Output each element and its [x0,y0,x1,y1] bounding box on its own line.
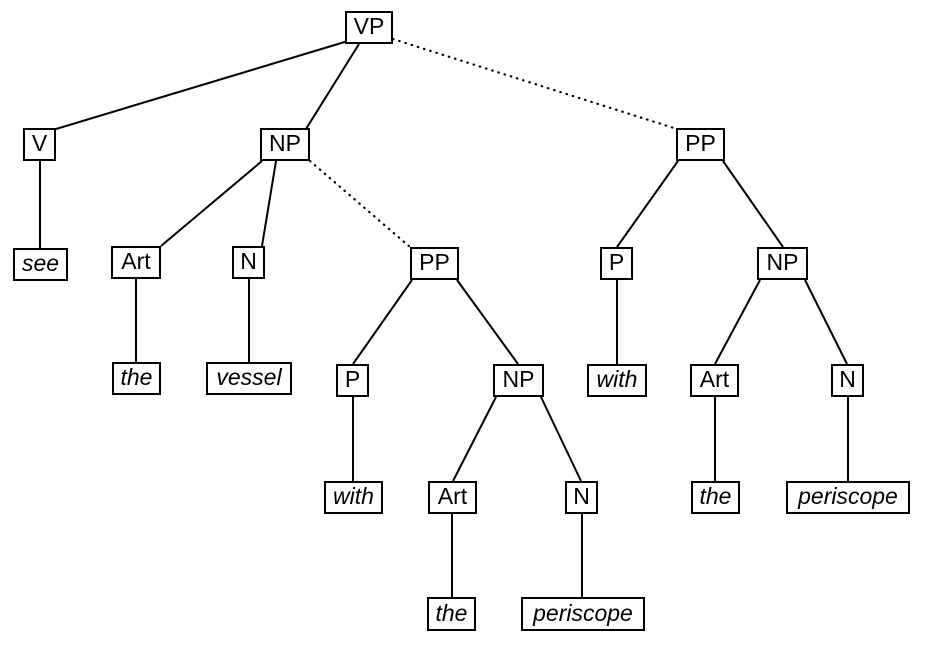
tree-node-vessel: vessel [206,362,292,395]
tree-node-label-peri_r: periscope [798,483,898,509]
tree-node-pp_right: PP [676,128,725,161]
tree-node-label-p_mid: P [344,366,361,392]
tree-edge-pp-right-p [616,160,679,248]
tree-node-label-v: V [31,130,48,156]
tree-node-p_right: P [600,247,633,280]
tree-node-label-p_right: P [608,249,625,275]
tree-node-n_mid: N [565,481,598,514]
tree-edge-np-mid-n [540,396,582,482]
tree-edge-vp-np1 [305,43,360,130]
tree-edge-np-mid-art [452,396,497,482]
tree-edge-np-right-n [804,279,848,365]
tree-node-p_mid: P [336,364,369,397]
tree-node-label-n_mid: N [573,483,590,509]
tree-node-see: see [13,248,68,281]
tree-edge-vp-pp-right [391,37,679,131]
tree-node-art_right: Art [690,364,739,397]
tree-node-the_m: the [427,597,476,631]
tree-node-label-pp_right: PP [685,130,716,156]
tree-node-label-np_right: NP [766,249,799,275]
tree-node-with_r: with [587,364,647,397]
tree-edge-vp-v [55,40,349,130]
tree-node-n1: N [232,246,265,279]
tree-node-art_mid: Art [428,481,477,514]
tree-node-art1: Art [111,246,161,279]
tree-edge-np1-art1 [160,160,263,247]
tree-node-with_m: with [324,481,383,514]
tree-node-label-with_r: with [596,366,638,392]
tree-node-label-vessel: vessel [216,364,282,390]
tree-node-pp_mid: PP [410,247,459,280]
tree-node-v: V [23,128,56,161]
tree-node-label-n_right: N [839,366,856,392]
tree-edge-np-right-art [714,279,761,365]
tree-node-peri_r: periscope [786,481,910,514]
tree-node-vp: VP [345,11,393,44]
tree-node-np1: NP [260,128,310,161]
tree-edge-pp-right-np [722,160,784,248]
tree-node-n_right: N [831,364,864,397]
tree-node-label-art_right: Art [699,366,730,392]
tree-node-label-pp_mid: PP [419,249,450,275]
tree-edge-np1-n1 [261,160,277,247]
tree-node-label-see: see [21,250,60,276]
tree-node-label-peri_m: periscope [533,599,633,626]
tree-node-label-the_m: the [435,599,468,626]
tree-node-label-np_mid: NP [502,366,535,392]
tree-node-label-the1: the [120,364,153,390]
tree-node-np_mid: NP [493,364,544,397]
tree-edge-pp-mid-p [352,279,413,365]
tree-node-label-with_m: with [333,483,374,509]
tree-node-the_r: the [691,481,740,514]
tree-node-the1: the [112,362,161,395]
tree-node-np_right: NP [757,247,808,280]
tree-node-label-np1: NP [269,130,301,156]
tree-edge-pp-mid-np [456,279,519,365]
tree-edge-np1-pp-mid [308,159,412,249]
tree-node-label-vp: VP [353,13,385,39]
tree-node-label-n1: N [240,248,257,274]
tree-node-label-the_r: the [699,483,732,509]
tree-node-label-art_mid: Art [437,483,468,509]
tree-node-label-art1: Art [121,248,151,274]
tree-node-peri_m: periscope [521,597,645,631]
